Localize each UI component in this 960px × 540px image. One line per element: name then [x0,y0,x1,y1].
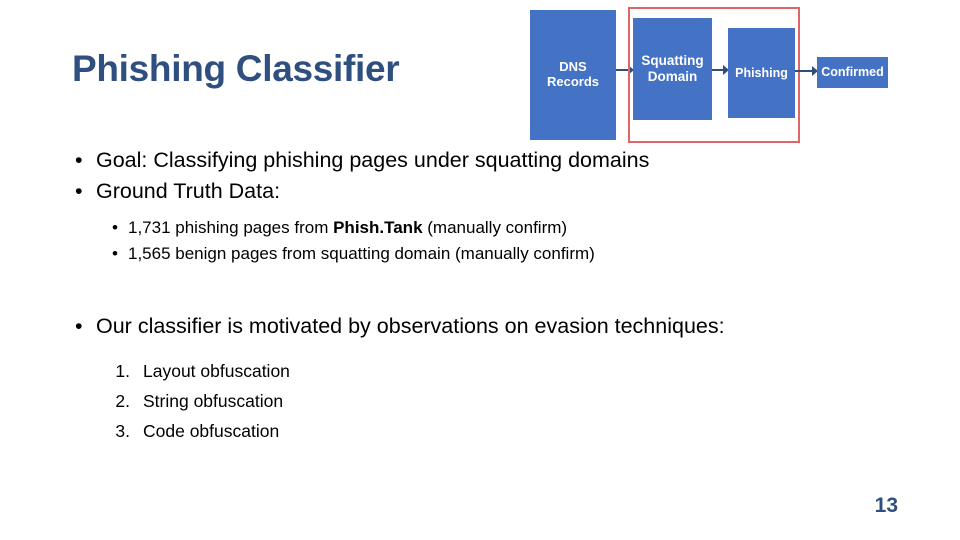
spacer [0,207,960,215]
sub-bullet-phishing-pages-suffix: (manually confirm) [422,218,568,237]
flow-box-dns-records: DNS Records [530,10,616,140]
sub-bullet-benign-pages-text: 1,565 benign pages from squatting domain… [128,244,595,263]
arrow-squatting-to-phishing-icon [712,65,729,75]
numbered-item-text: Code obfuscation [143,421,280,441]
numbered-item-text: String obfuscation [143,391,284,411]
bullet-motivation-text: Our classifier is motivated by observati… [96,314,725,338]
spacer [0,267,960,311]
bullet-motivation: Our classifier is motivated by observati… [0,311,960,342]
flow-box-confirmed: Confirmed [817,57,888,88]
highlight-outline-rectangle [628,7,800,143]
arrow-head [812,66,818,76]
bullet-goal: Goal: Classifying phishing pages under s… [0,145,960,176]
sub-bullet-phishing-pages-source: Phish.Tank [333,218,423,237]
arrow-shaft [795,69,812,73]
numbered-item-text: Layout obfuscation [143,361,290,381]
slide-body: Goal: Classifying phishing pages under s… [0,145,960,446]
flow-box-squatting-domain-line2: Domain [647,69,698,84]
bullet-ground-truth-data: Ground Truth Data: [0,176,960,207]
flow-box-squatting-domain-line1: Squatting [641,53,704,69]
arrow-head [723,65,729,75]
bullet-ground-truth-data-text: Ground Truth Data: [96,179,281,203]
numbered-item-string-obfuscation: 2. String obfuscation [0,386,960,416]
flow-box-phishing: Phishing [728,28,795,118]
numbered-item-marker: 3. [115,421,130,441]
arrow-shaft [712,68,723,72]
bullet-goal-text: Goal: Classifying phishing pages under s… [96,148,650,172]
flow-box-confirmed-label: Confirmed [821,65,884,80]
numbered-item-code-obfuscation: 3. Code obfuscation [0,416,960,446]
sub-bullet-benign-pages: 1,565 benign pages from squatting domain… [0,241,960,267]
sub-bullet-phishing-pages: 1,731 phishing pages from Phish.Tank (ma… [0,215,960,241]
numbered-item-marker: 1. [115,361,130,381]
numbered-item-marker: 2. [115,391,130,411]
flow-box-squatting-domain: Squatting Domain [633,18,712,120]
flow-box-phishing-label: Phishing [735,65,788,80]
arrow-dns-to-squatting-icon [616,65,634,75]
sub-bullet-phishing-pages-prefix: 1,731 phishing pages from [128,218,334,237]
arrow-phishing-to-confirmed-icon [795,66,818,76]
flow-box-dns-records-line1: DNS [559,59,587,75]
phishing-pipeline-diagram: DNS Records Squatting Domain Phishing Co… [520,0,920,150]
spacer [0,342,960,356]
flow-box-dns-records-line2: Records [546,74,600,89]
page-title: Phishing Classifier [72,48,400,89]
arrow-head [628,65,634,75]
arrow-shaft [616,68,628,72]
numbered-item-layout-obfuscation: 1. Layout obfuscation [0,356,960,386]
slide-page-number: 13 [874,494,898,517]
